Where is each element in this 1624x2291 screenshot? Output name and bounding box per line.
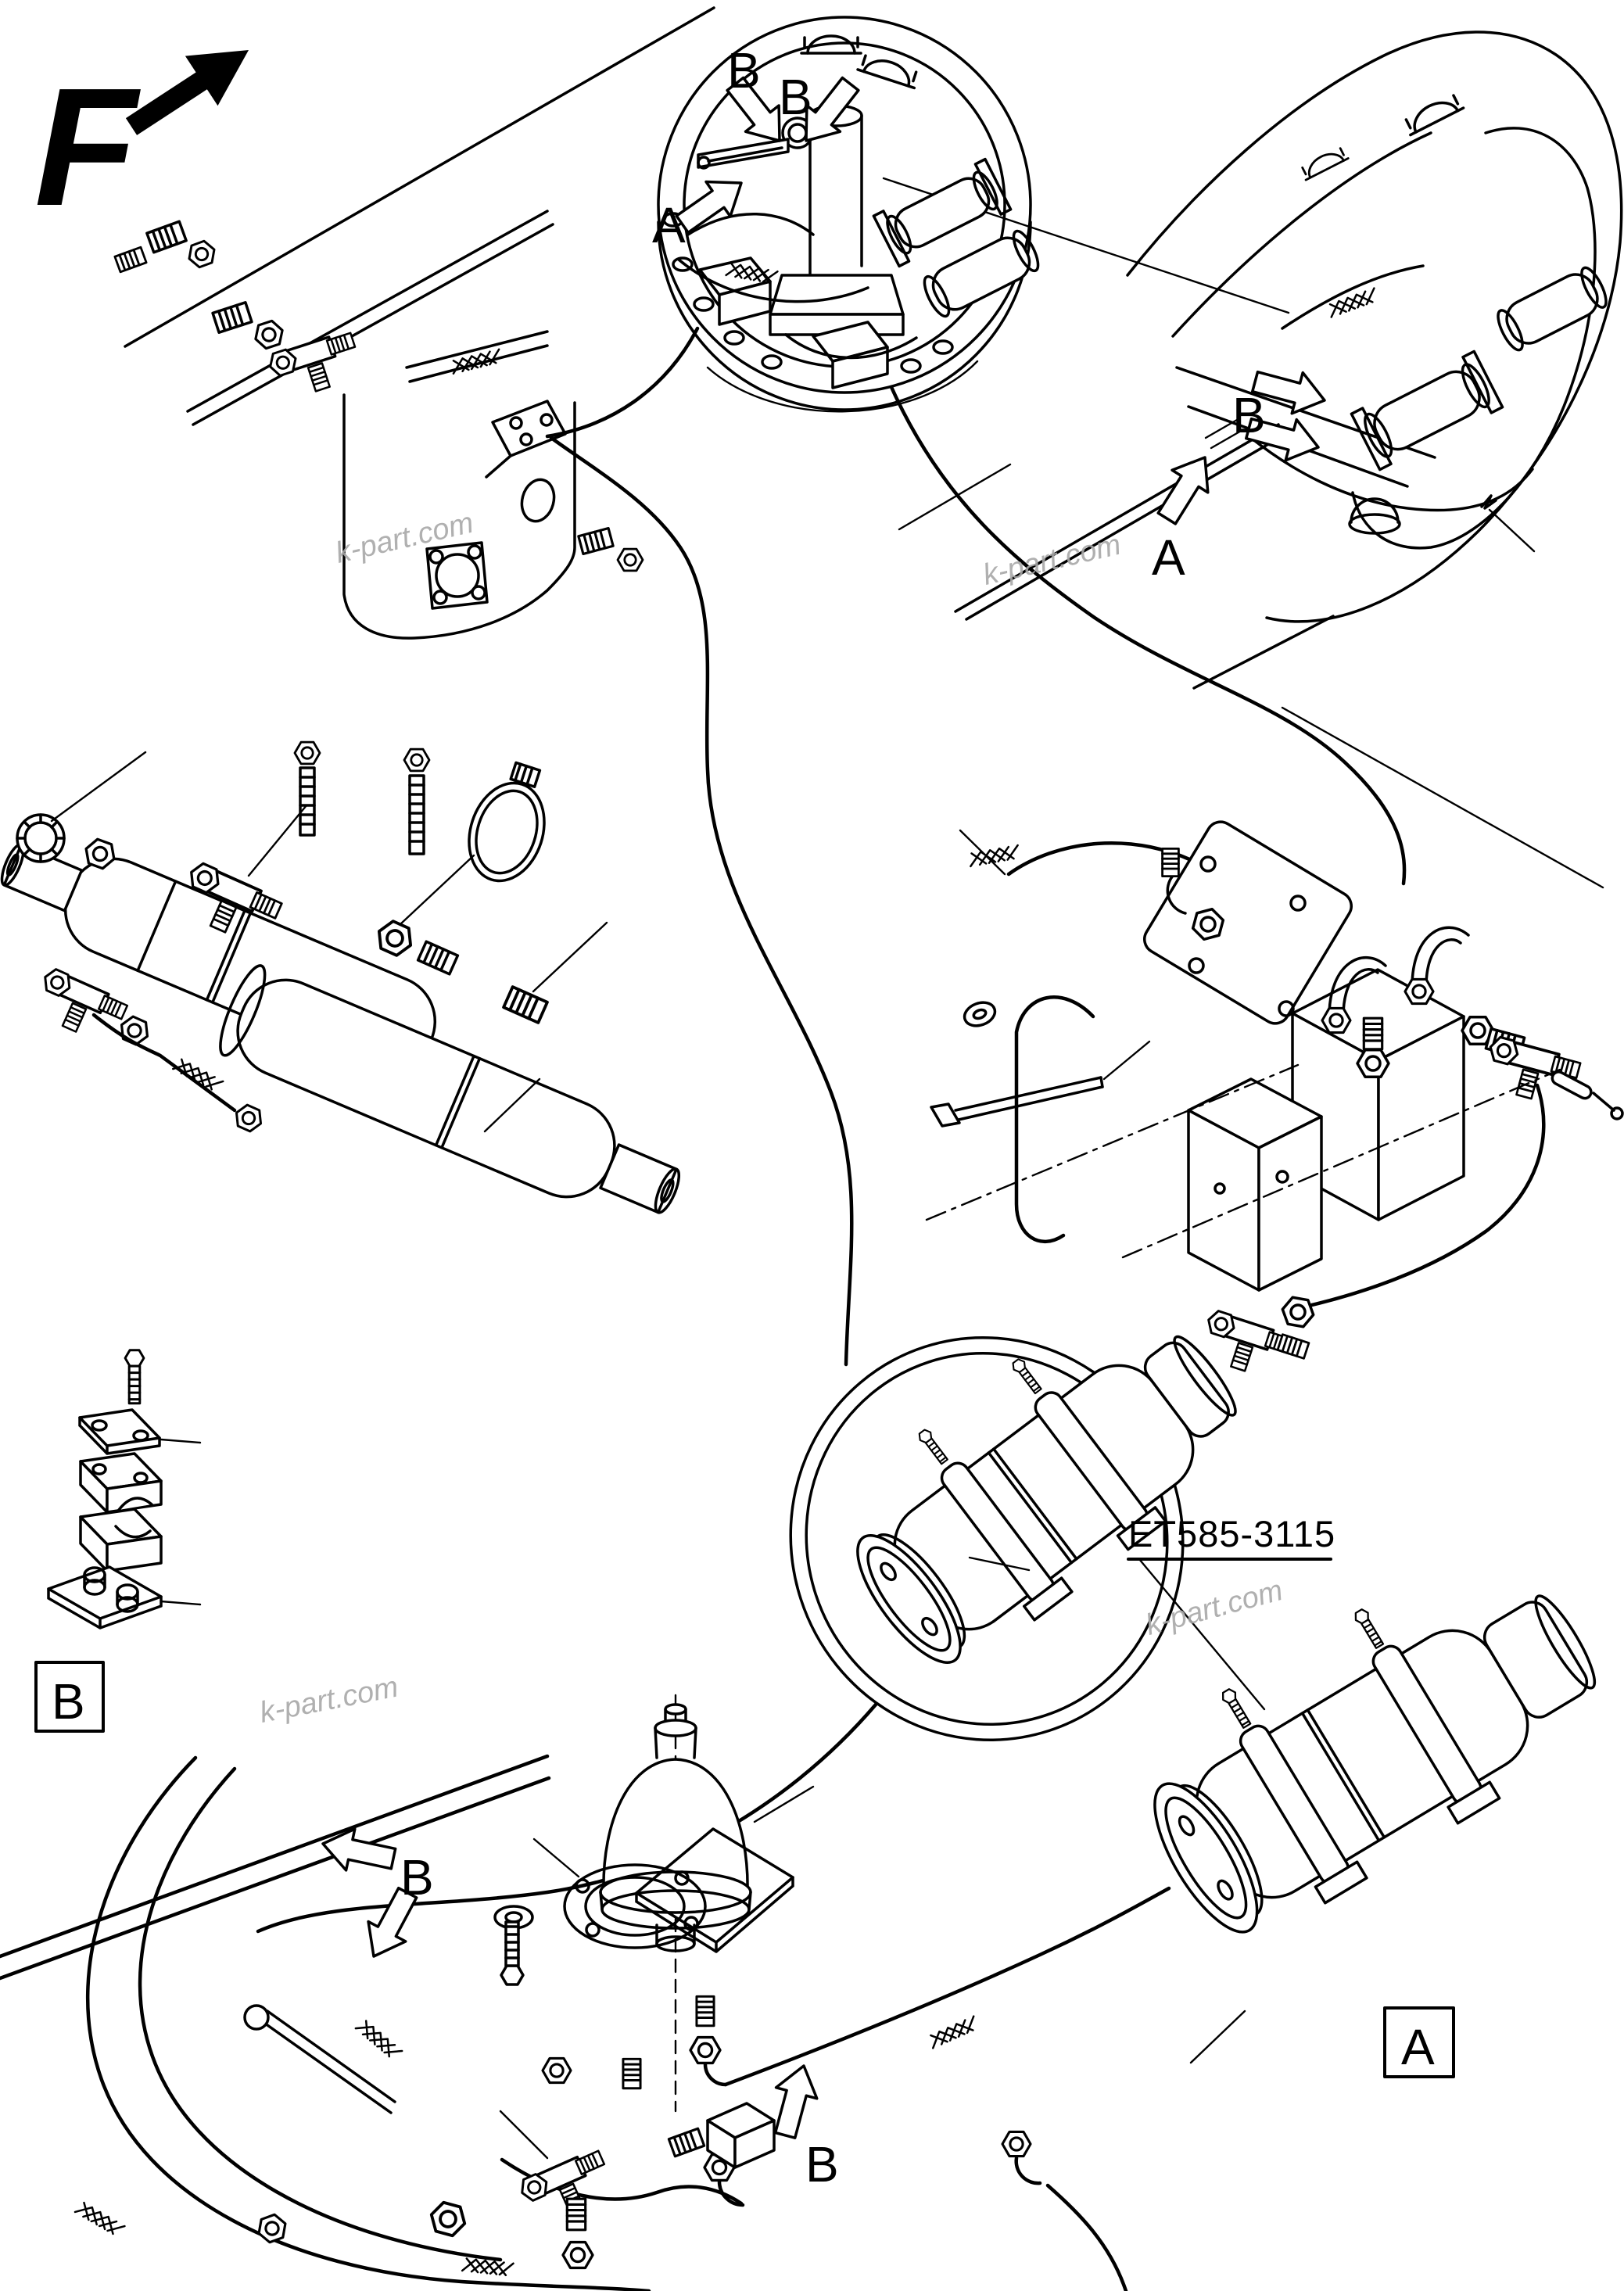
callout-label-b-left: B — [400, 1849, 434, 1906]
view-direction: F — [34, 50, 249, 241]
view-label-f: F — [34, 52, 141, 241]
accumulator-dome-assembly — [493, 1694, 794, 2207]
detail-box-a-label: A — [1401, 2019, 1435, 2075]
view-direction-arrow-icon — [125, 50, 249, 135]
detail-box-a: A — [1383, 2006, 1455, 2078]
exploded-fittings-row — [16, 740, 564, 1135]
callout-label-b-top-2: B — [779, 69, 812, 125]
callout-label-b-right: B — [1232, 387, 1266, 443]
callout-arrow-a-right-icon — [1147, 444, 1224, 532]
swing-frame-assembly — [657, 16, 1040, 413]
track-frame-assembly — [1126, 30, 1623, 623]
frame-rails — [124, 6, 1604, 889]
valve-block-assembly — [925, 820, 1624, 1382]
leader-lines — [50, 508, 1536, 2160]
clamp-stack — [47, 1349, 163, 1630]
callout-label-b-bottom: B — [805, 2136, 839, 2192]
callout-letters: B B A B A B B — [400, 42, 1266, 2192]
part-number-text: ET585-3115 — [1128, 1513, 1335, 1554]
watermark-text-4: k-part.com — [257, 1670, 401, 1729]
callout-label-a-right: A — [1152, 529, 1185, 586]
callout-label-b-top-1: B — [727, 42, 761, 99]
detail-box-b: B — [34, 1661, 105, 1733]
watermark-text-2: k-part.com — [980, 529, 1124, 592]
hydraulic-hoses — [0, 326, 1407, 2291]
callout-arrow-b-left-1-icon — [317, 1821, 400, 1881]
silencer-cylinders — [0, 843, 681, 1214]
part-number-callout: ET585-3115 — [1127, 1513, 1335, 1711]
bottom-left-fittings — [243, 2004, 1042, 2270]
rotary-joint-assembly — [113, 220, 644, 640]
labeled-cylinder-et585-3115 — [1153, 1594, 1597, 1934]
detail-box-b-label: B — [52, 1673, 85, 1730]
callout-label-a-top: A — [652, 197, 686, 253]
center-clamped-cylinder — [856, 1335, 1237, 1664]
